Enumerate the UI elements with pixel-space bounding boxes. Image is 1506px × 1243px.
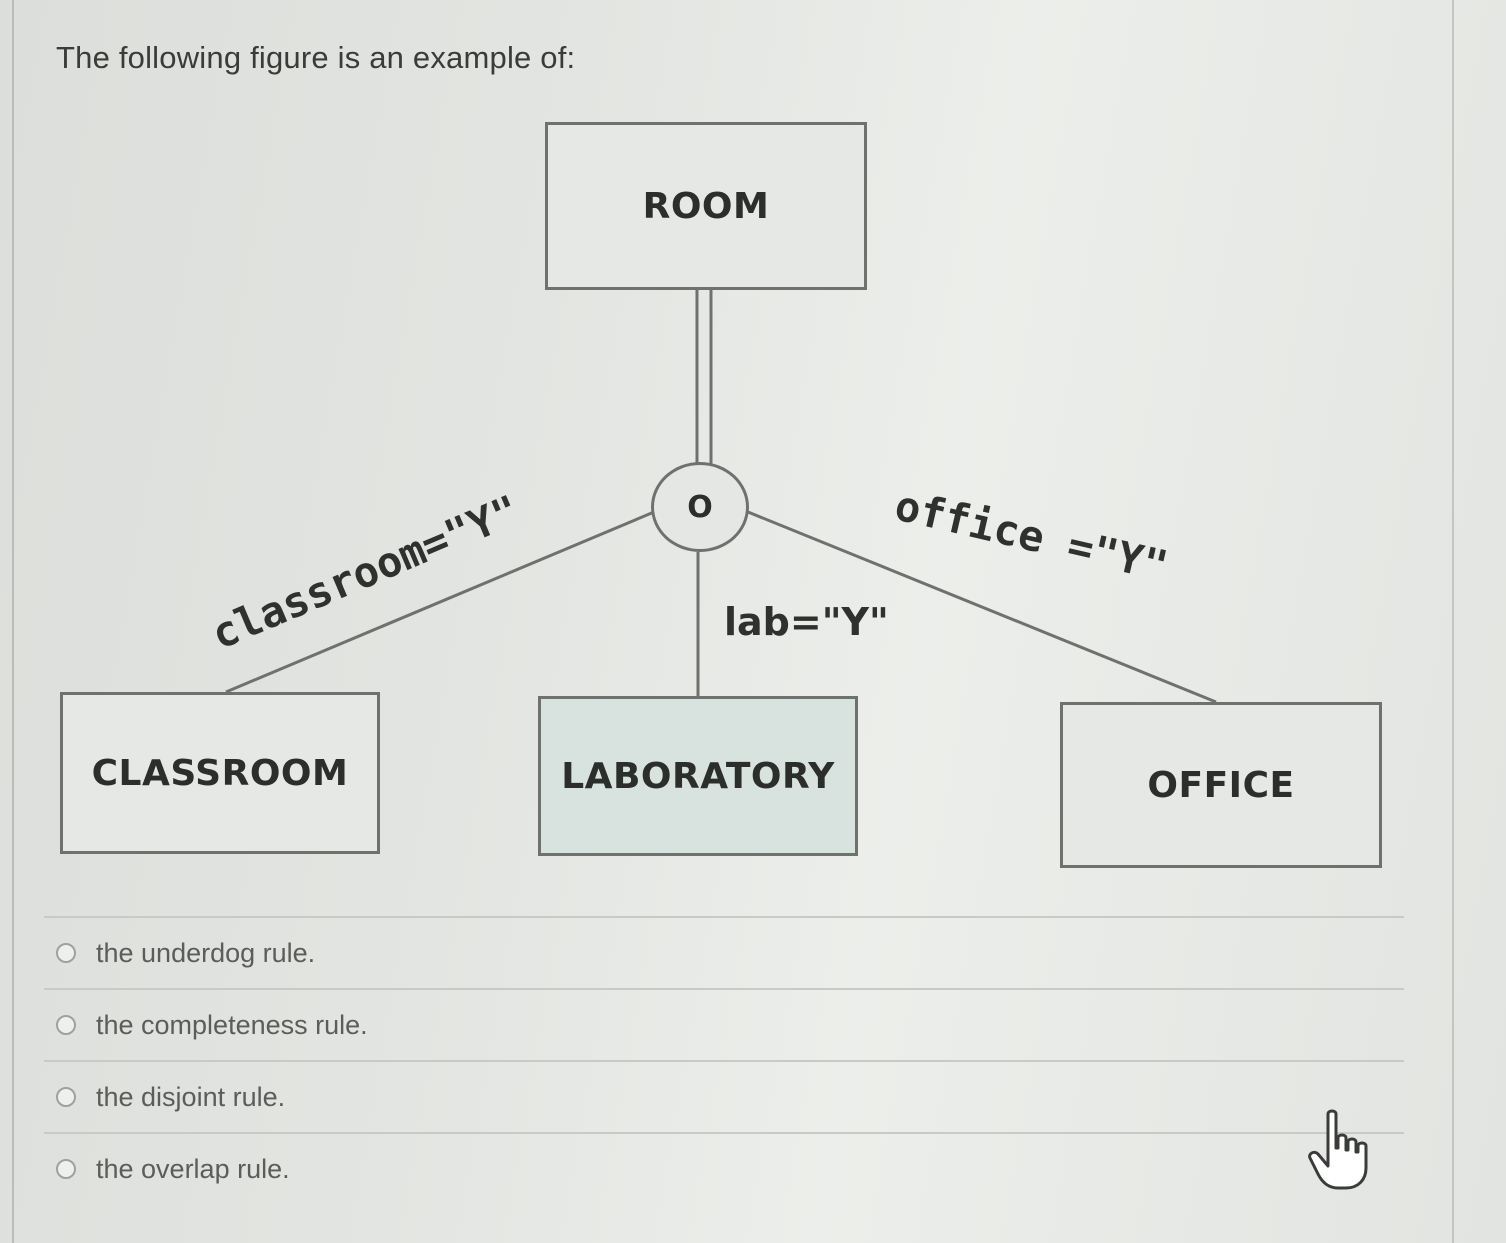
answer-option-label: the completeness rule. [96,1009,368,1040]
answer-option[interactable]: the completeness rule. [44,988,1404,1060]
overlap-symbol-circle: O [651,462,749,552]
eer-diagram: ROOM O classroom="Y" office ="Y" lab="Y"… [60,122,1382,868]
diagram-connectors [225,290,1217,704]
answer-option-label: the underdog rule. [96,937,316,968]
answer-option-label: the overlap rule. [96,1153,290,1184]
radio-button[interactable] [56,1087,76,1107]
card-right-border [1452,0,1454,1243]
lab-discriminator-label: lab="Y" [724,600,889,644]
radio-button[interactable] [56,1159,76,1179]
question-text: The following figure is an example of: [56,40,576,75]
card-left-border [12,0,14,1243]
room-entity-box: ROOM [545,122,867,290]
answer-option[interactable]: the disjoint rule. [44,1060,1404,1132]
office-entity-box: OFFICE [1060,702,1382,868]
radio-button[interactable] [56,943,76,963]
answer-option[interactable]: the overlap rule. [44,1132,1404,1204]
answer-option-label: the disjoint rule. [96,1081,286,1112]
classroom-entity-box: CLASSROOM [60,692,380,854]
answer-options: the underdog rule. the completeness rule… [44,916,1404,1204]
laboratory-entity-box: LABORATORY [538,696,858,856]
radio-button[interactable] [56,1015,76,1035]
classroom-connector-line [225,510,655,694]
answer-option[interactable]: the underdog rule. [44,916,1404,988]
hand-pointer-icon [1308,1109,1368,1190]
office-connector-line [747,510,1217,704]
